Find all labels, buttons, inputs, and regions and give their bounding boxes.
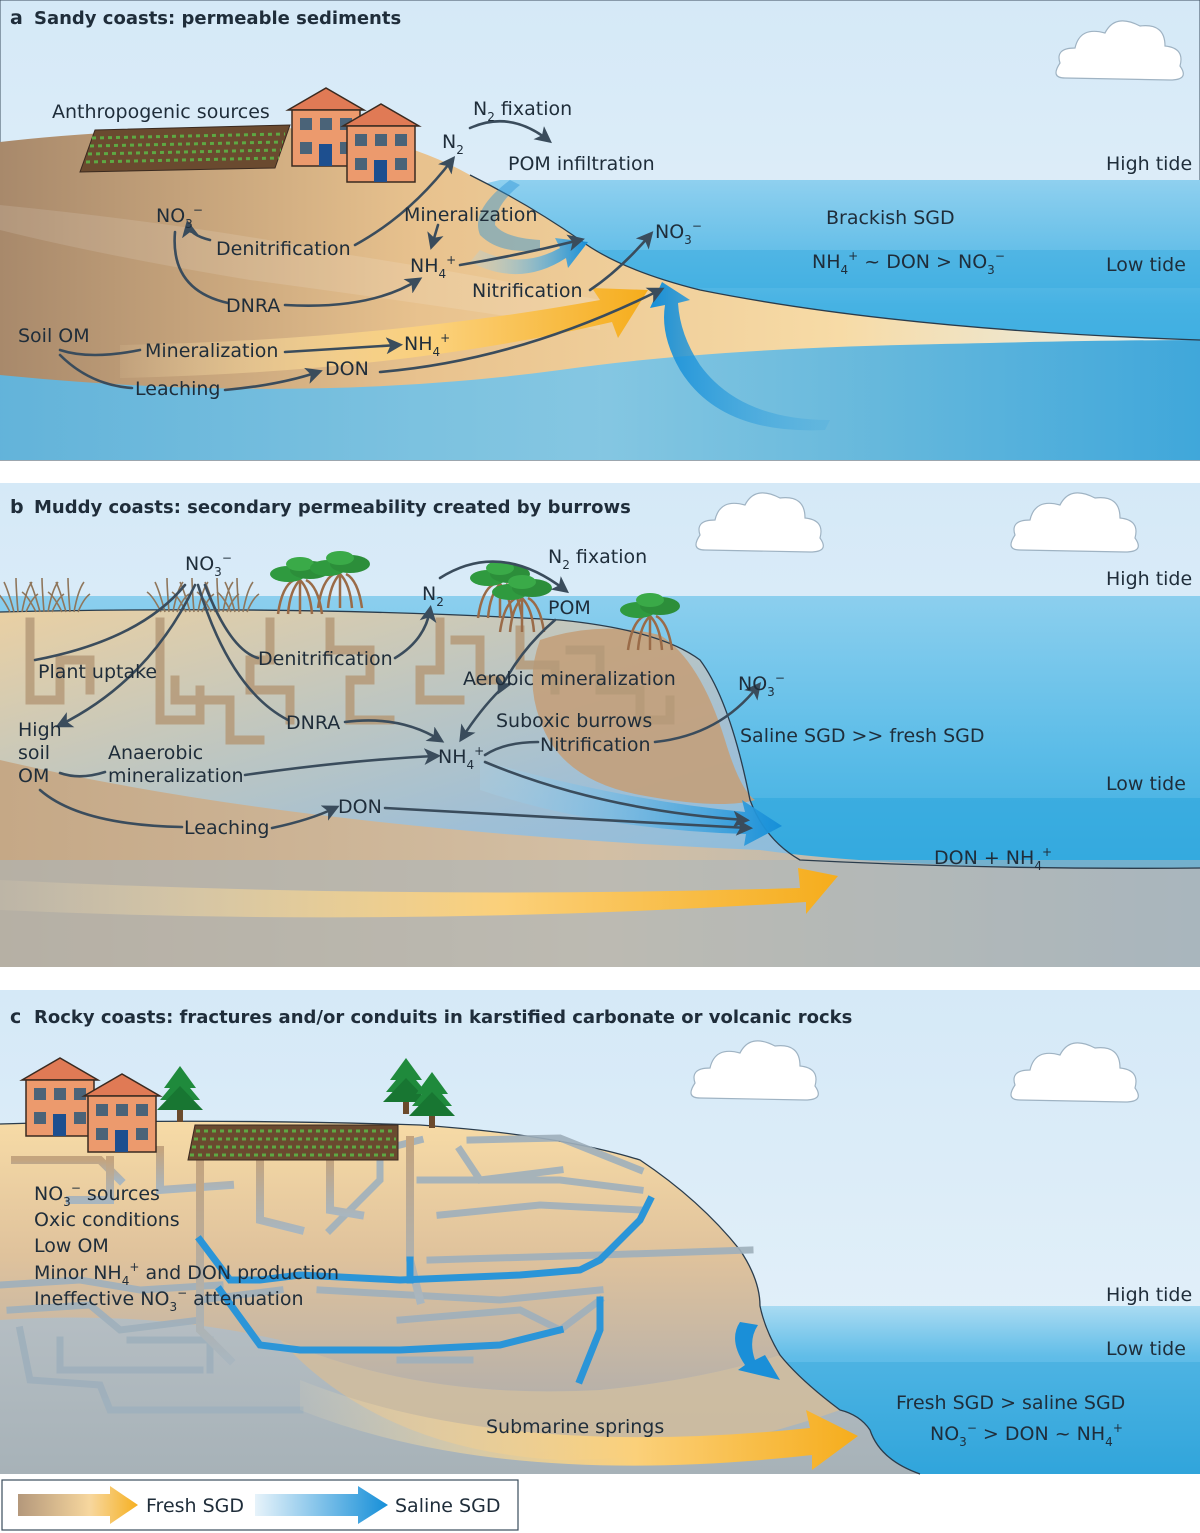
n2-b-label: N2 (422, 583, 444, 609)
fresh-saline-label: Fresh SGD > saline SGD (896, 1392, 1125, 1414)
n2-label: N2 (442, 131, 464, 157)
panel-b-burrows (25, 617, 675, 745)
panel-a: a Sandy coasts: permeable sediments Anth… (0, 0, 1200, 461)
panel-a-low-tide: Low tide (1106, 254, 1186, 276)
high-soil-om-line1: High (18, 719, 62, 741)
anthropogenic-label: Anthropogenic sources (52, 101, 270, 123)
oxic-conditions-label: Oxic conditions (34, 1209, 180, 1231)
nh4-low-label: NH4+ (404, 331, 450, 359)
don-b-label: DON (338, 796, 382, 818)
nh4-b-label: NH4+ (438, 744, 484, 772)
pom-b-label: POM (548, 597, 591, 619)
anaerobic-line1: Anaerobic (108, 742, 203, 764)
low-om-label: Low OM (34, 1235, 109, 1257)
plant-uptake-label: Plant uptake (38, 661, 157, 683)
panel-b-high-tide: High tide (1106, 568, 1192, 590)
legend-saline-label: Saline SGD (395, 1495, 500, 1517)
no3-right-label: NO3− (655, 219, 702, 247)
ineffective-attenuation-label: Ineffective NO3− attenuation (34, 1286, 304, 1314)
crop-field-icon (79, 124, 291, 173)
panel-c-letter: c (10, 1006, 21, 1028)
dnra-b-label: DNRA (286, 712, 340, 734)
panel-c-saline-sgd-arrow (735, 1322, 780, 1380)
panel-c-fresh-sgd-arrow (300, 1380, 858, 1470)
no3-sources-label: NO3− sources (34, 1181, 160, 1209)
leaching-b-label: Leaching (184, 817, 269, 839)
crop-field-icon (187, 1124, 399, 1161)
panel-a-saline-recirc-arrow (650, 282, 830, 431)
minor-production-label: Minor NH4+ and DON production (34, 1260, 339, 1288)
submarine-springs-label: Submarine springs (486, 1416, 664, 1438)
no3-top-label: NO3− (185, 551, 232, 579)
legend-saline-swatch (255, 1486, 388, 1524)
mineralization-upper-label: Mineralization (404, 204, 537, 226)
panel-a-high-tide: High tide (1106, 153, 1192, 175)
legend: Fresh SGD Saline SGD (1, 1479, 519, 1531)
high-soil-om-line3: OM (18, 765, 49, 787)
panel-b-letter: b (10, 496, 24, 518)
aerobic-mineralization-label: Aerobic mineralization (463, 668, 676, 690)
don-label: DON (325, 358, 369, 380)
mineralization-lower-label: Mineralization (145, 340, 278, 362)
anaerobic-line2: mineralization (108, 765, 244, 787)
panel-a-title: Sandy coasts: permeable sediments (34, 8, 401, 29)
panel-b-process-arrows (33, 560, 762, 836)
suboxic-burrows-label: Suboxic burrows (496, 710, 652, 732)
panel-b-low-tide: Low tide (1106, 773, 1186, 795)
nitrification-label: Nitrification (472, 280, 582, 302)
nh4-mid-label: NH4+ (410, 253, 456, 281)
no3-right-b-label: NO3− (738, 671, 785, 699)
panel-a-letter: a (10, 7, 23, 29)
denitrification-label: Denitrification (216, 238, 351, 260)
panel-c: c Rocky coasts: fractures and/or conduit… (0, 990, 1200, 1475)
panel-c-conduits (0, 1134, 764, 1414)
nitrification-b-label: Nitrification (540, 734, 650, 756)
panel-c-sea (760, 1306, 1200, 1474)
don-nh4-label: DON + NH4+ (934, 845, 1052, 873)
high-soil-om-line2: soil (18, 742, 50, 764)
leaching-label: Leaching (135, 378, 220, 400)
panel-a-fresh-sgd-arrow (120, 288, 648, 378)
brackish-sgd-label: Brackish SGD (826, 207, 955, 229)
panel-b-title: Muddy coasts: secondary permeability cre… (34, 497, 631, 518)
n2-fixation-label: N2 fixation (473, 98, 572, 124)
dnra-label: DNRA (226, 295, 280, 317)
denitrification-b-label: Denitrification (258, 648, 393, 670)
n2-fixation-b-label: N2 fixation (548, 546, 647, 572)
legend-fresh-swatch (18, 1486, 138, 1524)
panel-b-fresh-sgd-arrow (0, 868, 838, 918)
panel-a-process-arrows (58, 119, 665, 392)
panel-c-high-tide: High tide (1106, 1284, 1192, 1306)
soil-om-label: Soil OM (18, 325, 90, 347)
panel-a-ratio-label: NH4+ ~ DON > NO3− (812, 249, 1005, 277)
panel-c-title: Rocky coasts: fractures and/or conduits … (34, 1007, 852, 1028)
pom-infiltration-label: POM infiltration (508, 153, 655, 175)
legend-fresh-label: Fresh SGD (146, 1495, 244, 1517)
panel-a-saline-small-arrow (470, 238, 588, 275)
panel-c-low-tide: Low tide (1106, 1338, 1186, 1360)
panel-b: b Muddy coasts: secondary permeability c… (0, 483, 1200, 967)
saline-fresh-label: Saline SGD >> fresh SGD (740, 725, 985, 747)
panel-c-ratio-label: NO3− > DON ~ NH4+ (930, 1421, 1123, 1449)
no3-left-label: NO3− (156, 203, 203, 231)
